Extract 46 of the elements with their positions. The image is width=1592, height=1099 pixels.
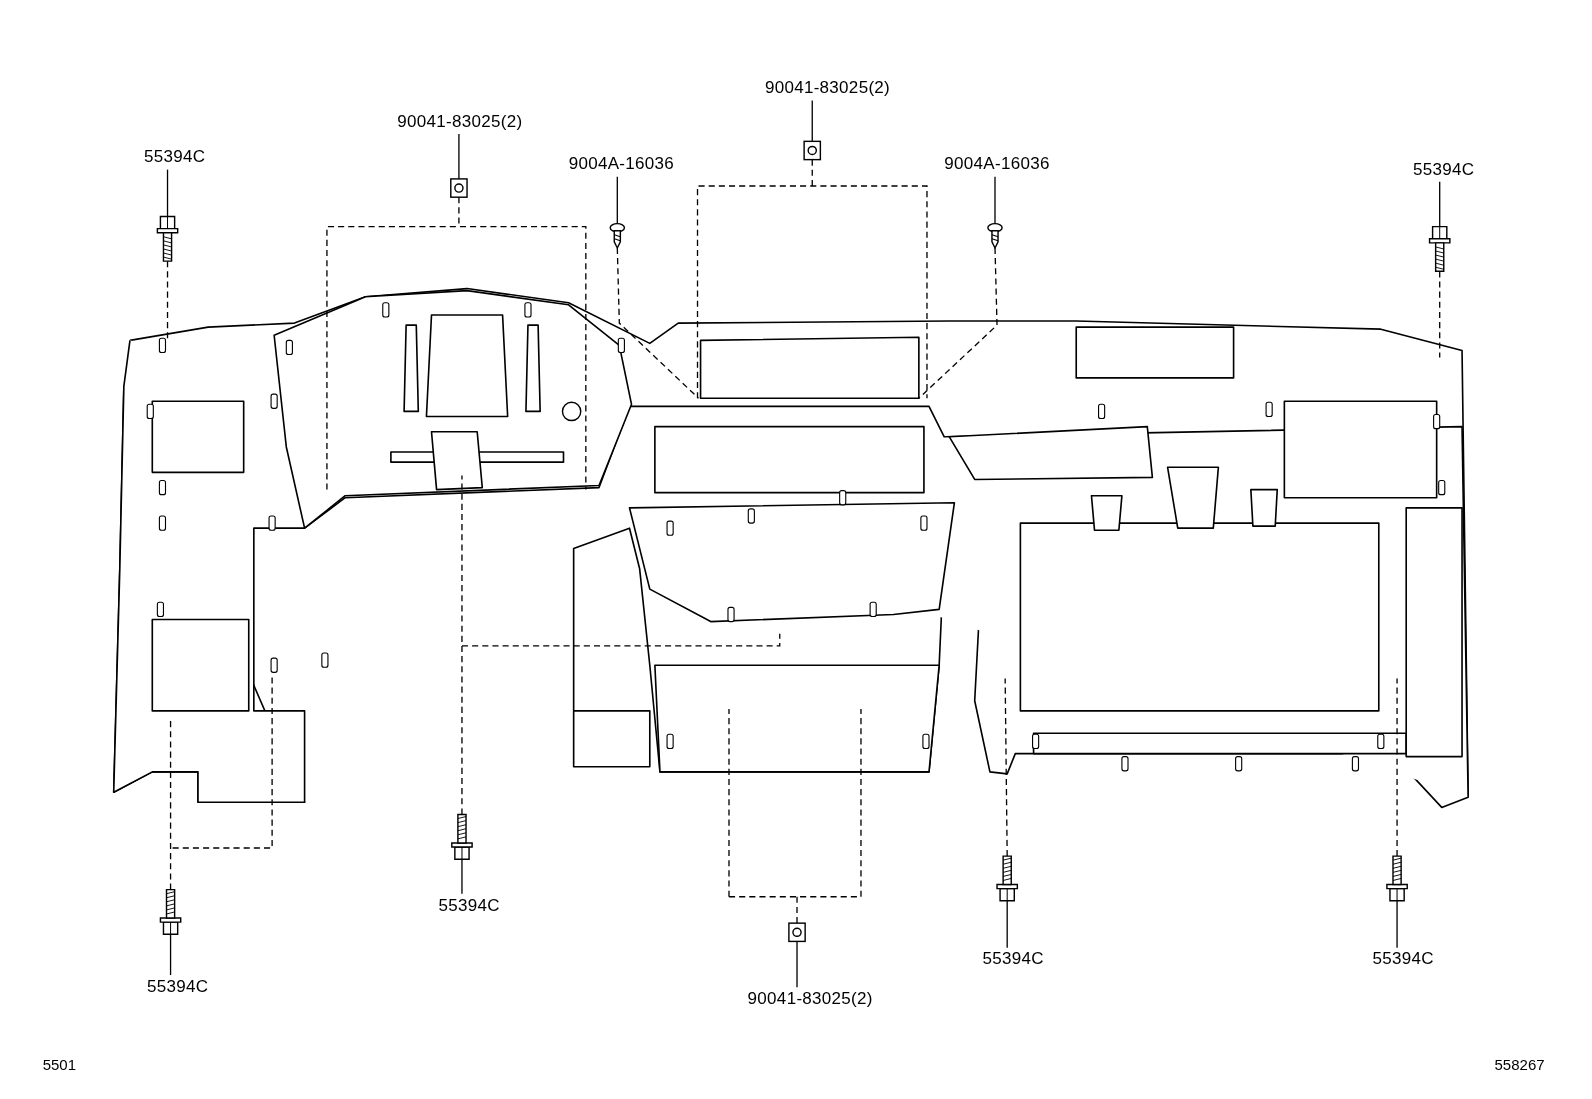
bolt-icon xyxy=(156,215,179,262)
leader-line xyxy=(1439,181,1441,228)
screw-icon xyxy=(987,222,1003,250)
leader-line xyxy=(1396,900,1398,949)
assembly-line xyxy=(326,196,587,491)
part-number: 55394C xyxy=(982,949,1044,970)
part-number: 90041-83025(2) xyxy=(764,78,891,99)
leader-line xyxy=(458,133,460,180)
part-number: 90041-83025(2) xyxy=(747,989,873,1010)
part-number: 9004A-16036 xyxy=(568,154,675,175)
assembly-line xyxy=(696,158,928,399)
leader-line xyxy=(616,176,618,225)
part-number: 55394C xyxy=(1413,159,1475,180)
leader-line xyxy=(169,933,172,976)
assembly-line xyxy=(461,474,781,816)
assembly-line xyxy=(166,260,169,341)
assembly-line xyxy=(918,247,998,399)
section-number: 5501 xyxy=(42,1055,76,1073)
assembly-line xyxy=(1439,270,1441,359)
leader-line xyxy=(994,176,996,225)
assembly-line xyxy=(1396,677,1398,857)
part-number: 90041-83025(2) xyxy=(397,111,523,132)
leader-line xyxy=(1006,900,1008,949)
assembly-line xyxy=(1004,677,1008,857)
leader-line xyxy=(166,168,169,218)
instrument-panel-drawing xyxy=(112,287,1469,809)
assembly-line xyxy=(616,247,700,399)
bolt-icon xyxy=(451,813,473,860)
part-number: 55394C xyxy=(143,147,206,168)
bolt-icon xyxy=(1386,855,1408,902)
leader-line xyxy=(811,99,813,142)
assembly-line xyxy=(728,708,862,924)
leader-line xyxy=(461,858,463,895)
screw-icon xyxy=(609,222,626,250)
clip-nut-icon xyxy=(450,178,468,198)
clip-nut-icon xyxy=(803,140,822,161)
part-number: 55394C xyxy=(1372,949,1434,970)
bolt-icon xyxy=(1428,225,1451,272)
part-number: 9004A-16036 xyxy=(944,154,1050,175)
illustration-number: 558267 xyxy=(1494,1055,1545,1073)
clip-nut-icon xyxy=(788,922,806,943)
part-number: 55394C xyxy=(438,895,500,916)
bolt-icon xyxy=(159,888,182,935)
part-number: 55394C xyxy=(147,976,209,997)
bolt-icon xyxy=(996,855,1019,902)
leader-line xyxy=(796,940,798,988)
